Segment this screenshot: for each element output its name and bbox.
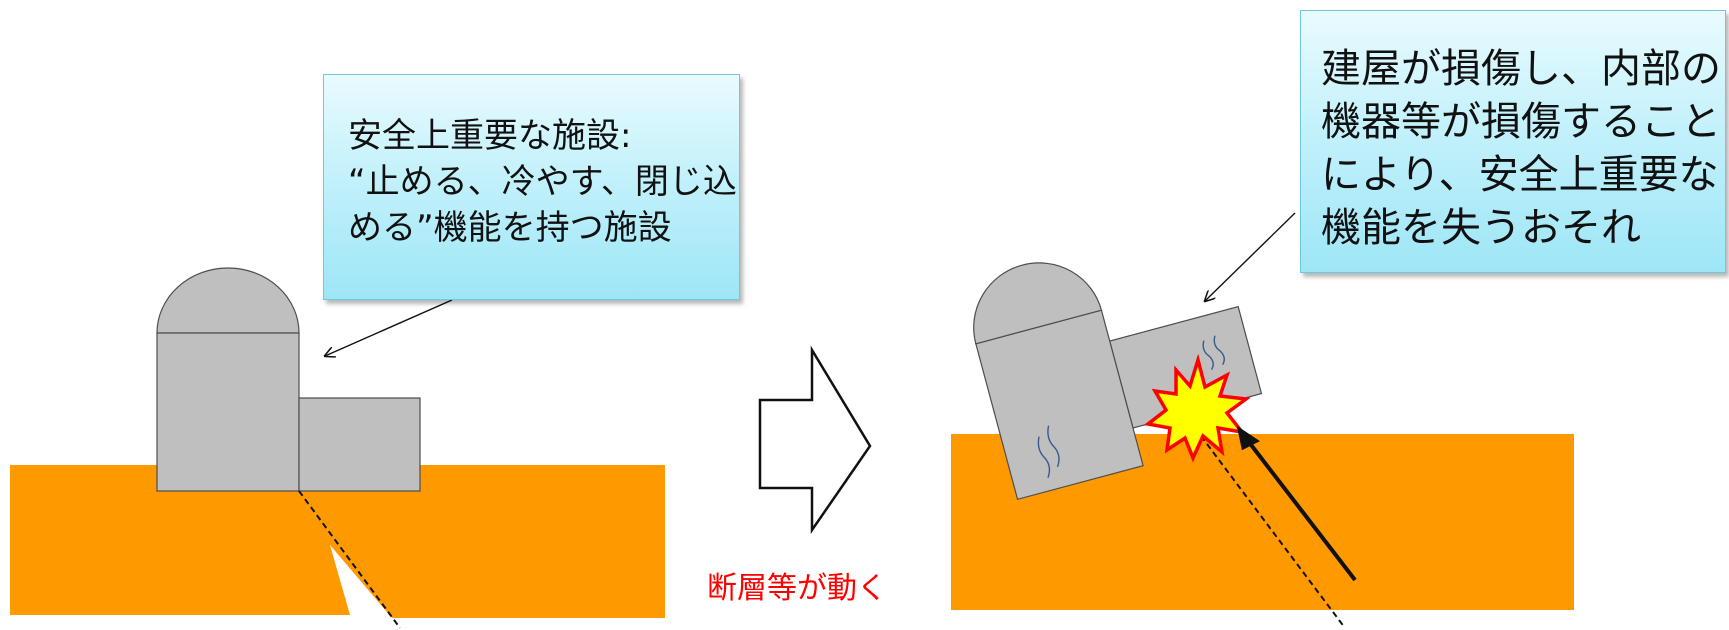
callout-line: める”機能を持つ施設 xyxy=(348,208,672,248)
pointer-arrow-right xyxy=(1205,212,1296,301)
damage-risk-callout: 建屋が損傷し、内部の 機器等が損傷すること により、安全上重要な 機能を失うおそ… xyxy=(1300,10,1726,273)
reactor-dome xyxy=(156,267,300,334)
pointer-arrow-left xyxy=(325,299,453,356)
explosion-icon xyxy=(1143,353,1251,463)
arrow-right-icon xyxy=(758,345,872,535)
fault-movement-caption: 断層等が動く xyxy=(707,571,887,606)
safety-facility-callout: 安全上重要な施設: “止める、冷やす、閉じ込 める”機能を持つ施設 xyxy=(323,74,740,300)
callout-line: 建屋が損傷し、内部の xyxy=(1321,46,1721,92)
callout-line: “止める、冷やす、閉じ込 xyxy=(348,162,737,202)
left-scene xyxy=(10,267,665,629)
movement-arrowhead xyxy=(1236,425,1260,451)
ground-left-block-right xyxy=(330,545,665,618)
movement-arrow xyxy=(1243,435,1357,582)
right-scene xyxy=(951,212,1574,629)
auxiliary-building xyxy=(298,397,421,492)
reactor-dome-damaged xyxy=(973,262,1103,345)
callout-line: により、安全上重要な xyxy=(1321,152,1719,198)
ground-left-block xyxy=(10,545,350,615)
fault-line-left xyxy=(298,490,401,629)
crack-icon xyxy=(1202,335,1225,371)
fault-line-right xyxy=(1194,427,1346,629)
crack-icon xyxy=(1037,425,1060,478)
callout-line: 機能を失うおそれ xyxy=(1321,205,1641,251)
callout-line: 安全上重要な施設: xyxy=(348,116,632,156)
reactor-building xyxy=(156,332,300,492)
callout-line: 機器等が損傷すること xyxy=(1321,99,1721,145)
